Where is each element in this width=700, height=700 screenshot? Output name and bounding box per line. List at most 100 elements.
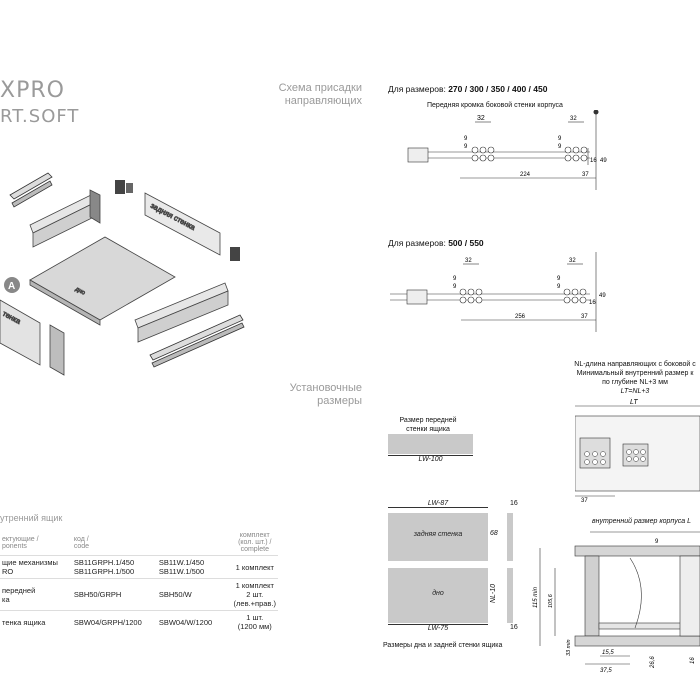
bottom-panel-dim-side: NL-10 — [490, 583, 498, 604]
dim-9-a: 9 — [464, 136, 468, 142]
sizes-top-label: Для размеров: 270 / 300 / 350 / 400 / 45… — [388, 84, 547, 94]
lt-diagram: LT 37 — [575, 399, 700, 504]
bottom-panel-text: дно — [432, 590, 444, 597]
dim-9-a: 9 — [453, 276, 457, 282]
back-wall-edge — [507, 513, 513, 561]
marker-a-label: A — [8, 281, 15, 292]
cell-name: тенка ящика — [0, 610, 72, 633]
cell-complete: 1 комплект 2 шт. (лев.+прав.) — [231, 578, 278, 611]
components-title: утренний ящик — [0, 513, 63, 523]
lt-label: LT — [630, 399, 638, 406]
nl-note-line1: NL-длина направляющих с боковой с — [574, 361, 696, 368]
nl-note-line3: по глубине NL+3 мм — [602, 379, 668, 386]
cell-name: передней ка — [0, 578, 72, 611]
dim-32-right: 32 — [570, 116, 577, 122]
front-wall-panel — [388, 434, 473, 454]
side-panel-right — [134, 282, 229, 343]
dim-49: 49 — [600, 158, 607, 164]
table-row: тенка ящика SBW04/GRPH/1200 SBW04/W/1200… — [0, 610, 278, 633]
section-view: 9 115 min 105,6 33 min 15,5 37,5 26,6 16 — [533, 531, 700, 674]
bottom-panel: дно — [29, 236, 176, 326]
sizes-bottom-prefix: Для размеров: — [388, 238, 449, 248]
sec-d9: 9 — [655, 539, 659, 545]
dim-9-b: 9 — [453, 284, 457, 290]
back-wall-panel: задняя стенка — [144, 192, 221, 256]
dim-9-c: 9 — [557, 276, 561, 282]
table-header: ектующие / ponents код / code комплект (… — [0, 530, 278, 556]
table-row: передней ка SBH50/GRPH SBH50/W 1 комплек… — [0, 578, 278, 611]
sizes-top-prefix: Для размеров: — [388, 84, 449, 94]
header-code: код / code — [73, 535, 90, 550]
dim-224: 224 — [520, 172, 531, 178]
sizes-top-values: 270 / 300 / 350 / 400 / 450 — [448, 84, 548, 94]
dim-49: 49 — [599, 293, 606, 299]
dim-9-d: 9 — [557, 284, 561, 290]
nl-note-line2: Минимальный внутренний размер к — [576, 370, 694, 377]
bottom-panel-rect — [388, 568, 488, 623]
cell-code2: SB11W.1/450 SB11W.1/500 — [156, 555, 232, 579]
clip-part — [115, 180, 125, 194]
sec-d1056: 105,6 — [548, 593, 554, 608]
cell-name: щие механизмы RO — [0, 555, 72, 579]
back-wall-d68: 68 — [490, 530, 498, 537]
cell-code2: SBH50/W — [156, 578, 232, 611]
drawer-exploded-drawing: задняя стенка дно тенка A — [0, 172, 245, 376]
bottom-panel-d16: 16 — [510, 624, 518, 631]
sec-d375: 37,5 — [600, 668, 612, 674]
sec-d16: 16 — [690, 657, 696, 664]
dim-16: 16 — [590, 158, 597, 164]
header-name: ектующие / ponents — [2, 535, 39, 550]
cell-code1: SBH50/GRPH — [71, 578, 157, 611]
back-wall-rect — [388, 513, 488, 561]
components-table: ектующие / ponents код / code комплект (… — [0, 530, 278, 633]
sec-d115: 115 min — [533, 586, 539, 608]
sizes-bottom-label: Для размеров: 500 / 550 — [388, 238, 484, 248]
bottom-panel-edge — [507, 568, 513, 623]
sec-d33: 33 min — [566, 639, 572, 656]
slide-rail-bottom — [149, 314, 245, 368]
mount-scheme-heading: Схема присадки направляющих — [278, 82, 362, 107]
dim-16: 16 — [589, 300, 596, 306]
dim-32-left: 32 — [465, 258, 472, 264]
cell-complete: 1 комплект — [231, 555, 278, 579]
marker-a — [4, 277, 20, 293]
front-wall-dim: LW-100 — [388, 455, 473, 463]
dim-256: 256 — [515, 314, 526, 320]
sizes-bottom-values: 500 / 550 — [448, 238, 484, 248]
dim-32-left: 32 — [477, 115, 485, 122]
dim-37: 37 — [581, 314, 588, 320]
cell-code1: SB11GRPH.1/450 SB11GRPH.1/500 — [71, 555, 157, 579]
clip-part-3 — [230, 247, 240, 261]
back-wall-d16: 16 — [510, 500, 518, 507]
rail-diagram-top: 32 32 9 9 9 9 16 49 224 37 — [407, 110, 607, 190]
slide-rail-top-left — [9, 172, 53, 208]
dim-37-lt: 37 — [581, 498, 588, 504]
bottom-label: дно — [74, 286, 86, 296]
dim-37: 37 — [582, 172, 589, 178]
nl-note: NL-длина направляющих с боковой с Минима… — [570, 360, 700, 396]
brand-line2: RT.SOFT — [0, 106, 80, 127]
clip-part-2 — [126, 183, 133, 193]
header-complete: комплект (кол. шт.) / complete — [238, 532, 272, 553]
inner-size-label: внутренний размер корпуса L — [592, 518, 691, 525]
cell-code1: SBW04/GRPH/1200 — [71, 610, 157, 633]
bottom-caption: Размеры дна и задней стенки ящика — [383, 642, 503, 649]
sec-d266: 26,6 — [650, 656, 656, 669]
edge-marker — [593, 110, 599, 115]
sec-d155: 15,5 — [602, 650, 614, 656]
bottom-panel-dim-bottom: LW-75 — [388, 624, 488, 632]
dim-9-d: 9 — [558, 144, 562, 150]
rail-diagram-bottom: 32 32 9 9 9 9 16 49 256 37 — [390, 252, 606, 332]
dim-9-c: 9 — [558, 136, 562, 142]
cell-complete: 1 шт. (1200 мм) — [231, 610, 278, 633]
front-edge-label: Передняя кромка боковой стенки корпуса — [427, 102, 563, 109]
front-wall-title: Размер передней стенки ящика — [399, 417, 457, 433]
cell-code2: SBW04/W/1200 — [156, 610, 232, 633]
header-code2 — [157, 530, 232, 556]
nl-note-line4: LT=NL+3 — [620, 388, 650, 395]
back-wall-text: задняя стенка — [413, 531, 463, 538]
dim-32-right: 32 — [569, 258, 576, 264]
front-panel: тенка — [0, 299, 65, 376]
brand-line1: XPRO — [0, 78, 65, 103]
table-row: щие механизмы RO SB11GRPH.1/450 SB11GRPH… — [0, 555, 278, 579]
